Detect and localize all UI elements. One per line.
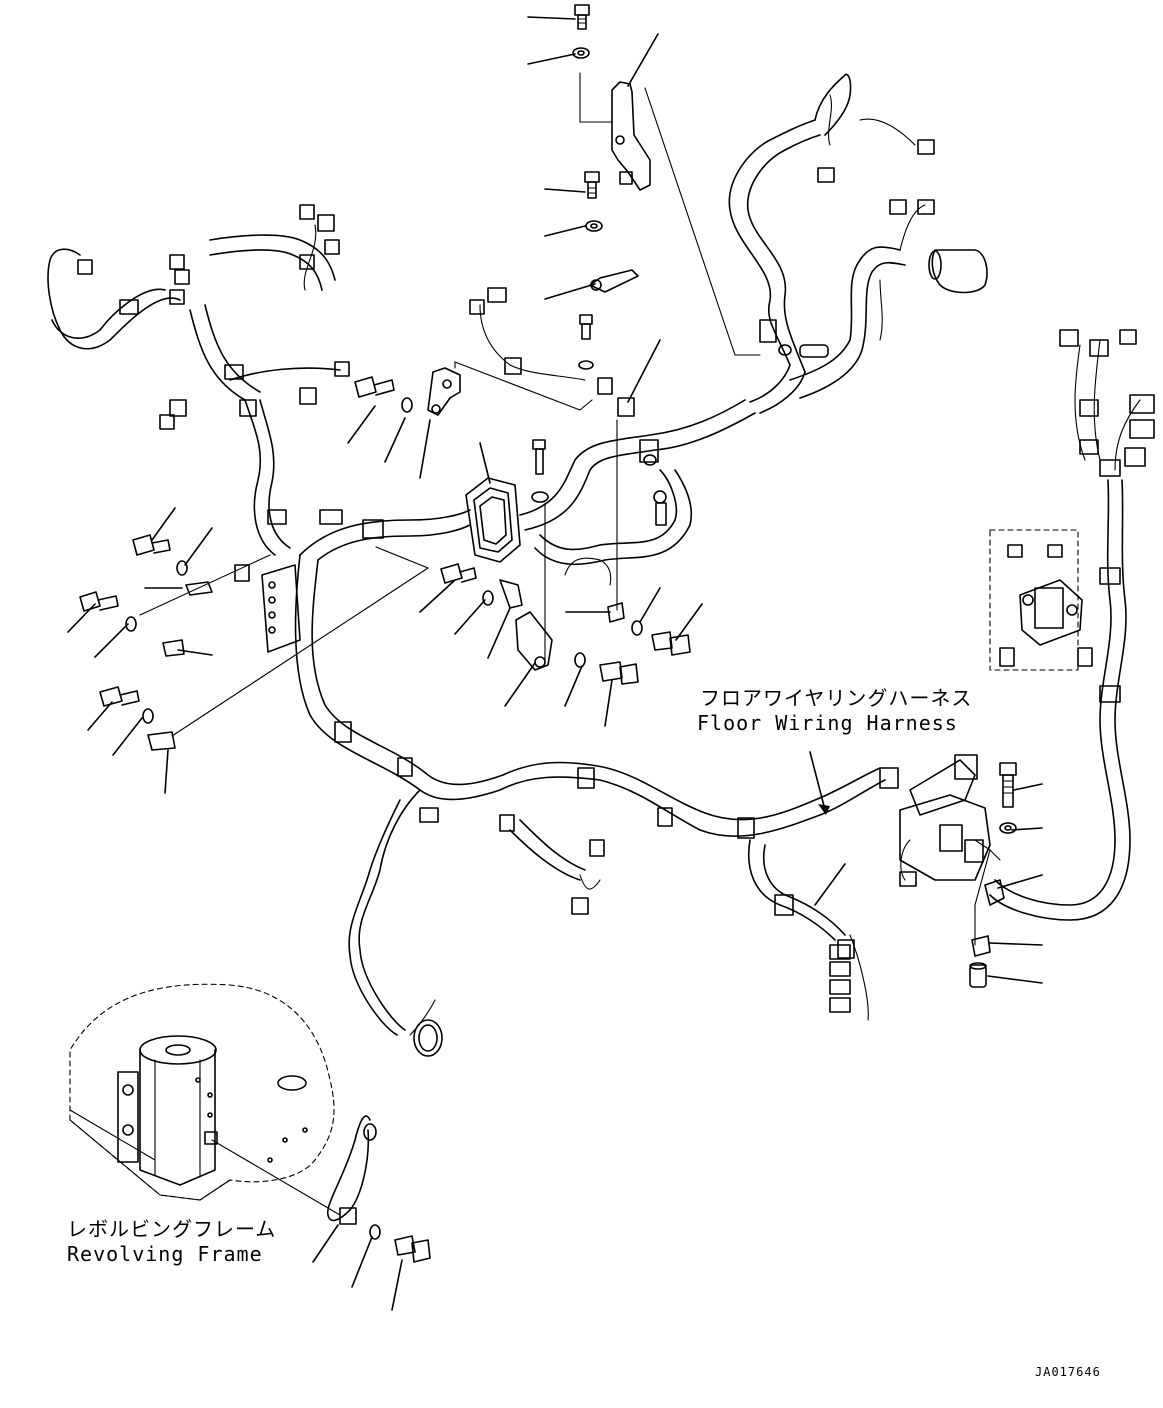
fastener-hardware: [79, 4, 1017, 1263]
revolving-frame: [69, 983, 377, 1225]
drawing-code: JA017646: [1035, 1365, 1101, 1379]
connectors: [77, 139, 1155, 1057]
revolving-frame-label-en: Revolving Frame: [67, 1242, 263, 1266]
valve-block: [989, 529, 1093, 671]
mounting-bracket-top: [611, 81, 651, 191]
floor-wiring-harness: [47, 73, 1131, 1036]
leader-lines: [67, 16, 1043, 1311]
wiring-details: [303, 94, 1141, 1036]
floor-wiring-harness-label-en: Floor Wiring Harness: [697, 711, 958, 735]
grommet: [465, 477, 521, 563]
revolving-frame-label-jp: レボルビングフレーム: [67, 1217, 277, 1241]
solenoid-block: [899, 754, 991, 881]
floor-wiring-harness-label-jp: フロアワイヤリングハーネス: [700, 686, 973, 710]
